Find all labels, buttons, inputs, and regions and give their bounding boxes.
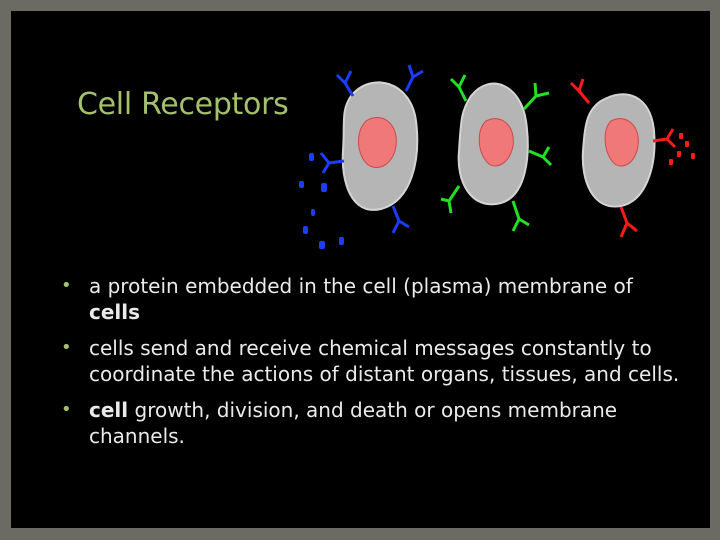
bullet-emphasis: cells xyxy=(89,300,141,324)
slide: Cell Receptors xyxy=(11,11,710,528)
ligand-icon xyxy=(669,133,695,165)
receptor-icon xyxy=(319,64,424,234)
bullet-marker: • xyxy=(61,399,72,420)
cell-icon xyxy=(581,93,656,208)
ligand-icon xyxy=(299,153,344,249)
cell-icon xyxy=(341,81,419,211)
receptor-icon xyxy=(569,78,677,238)
bullet-marker: • xyxy=(61,275,72,296)
bullet-item: • a protein embedded in the cell (plasma… xyxy=(61,273,681,325)
bullet-text: a protein embedded in the cell (plasma) … xyxy=(89,274,633,298)
receptor-icon xyxy=(440,74,553,232)
cell-receptor-illustration xyxy=(299,64,695,249)
bullet-list: • a protein embedded in the cell (plasma… xyxy=(61,273,681,459)
cell-icon xyxy=(457,82,529,206)
slide-title: Cell Receptors xyxy=(77,87,289,122)
bullet-item: • cell growth, division, and death or op… xyxy=(61,397,681,449)
bullet-item: • cells send and receive chemical messag… xyxy=(61,335,681,387)
bullet-marker: • xyxy=(61,337,72,358)
bullet-emphasis: cell xyxy=(89,398,129,422)
bullet-text: cells send and receive chemical messages… xyxy=(89,336,680,386)
bullet-text: growth, division, and death or opens mem… xyxy=(89,398,618,448)
